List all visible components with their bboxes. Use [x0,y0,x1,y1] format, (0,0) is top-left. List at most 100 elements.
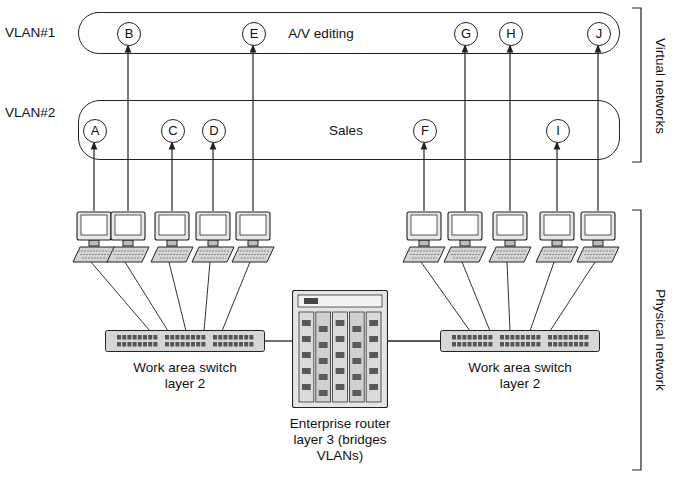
membership-arrow [252,45,253,211]
membership-arrow [93,142,94,211]
key-row [241,258,266,259]
vlan-id: VLAN#2 [5,105,55,121]
switch-port [249,342,253,347]
station-circle: E [242,22,266,46]
switch-port [468,342,472,347]
card-port [369,352,378,358]
device-label: Enterprise router layer 3 (bridges VLANs… [280,416,400,465]
key-row [408,251,441,252]
switch-port [223,342,227,347]
router-node: Enterprise router layer 3 (bridges VLANs… [265,290,415,465]
bracket-label: Physical network [653,289,668,390]
switch-port [500,342,504,347]
switch-port [213,342,217,347]
card-port [319,326,328,332]
monitor-stand [167,240,177,246]
switch-port [478,335,482,340]
switch-port [196,335,200,340]
station-circle: G [454,22,478,46]
switch-port [133,335,137,340]
switch-icon [440,330,600,352]
switch-port [186,342,190,347]
vlan-name: A/V editing [288,26,353,42]
switch-port [229,342,233,347]
switch-port [201,342,205,347]
keyboard [444,247,486,262]
switch-port [531,335,535,340]
key-row [584,254,613,255]
key-row [494,251,527,252]
switch-port [239,342,243,347]
key-row [201,258,226,259]
screen [81,215,107,235]
membership-arrow [423,142,424,211]
switch-port [521,342,525,347]
card-port [352,326,361,332]
switch-port [181,335,185,340]
key-row [197,251,230,252]
uplink-cable [265,340,292,341]
line-card [366,312,381,402]
station-letter: H [506,26,515,42]
switch-port [239,335,243,340]
workstation-icon [107,212,149,262]
membership-arrow [509,45,510,211]
station-circle: B [117,22,141,46]
screen [497,215,523,235]
network-cable [222,262,250,331]
switch-port [536,342,540,347]
network-cable [550,262,595,331]
switch-port [143,335,147,340]
station-letter: G [461,26,471,42]
switch-port [526,335,530,340]
monitor-stand [89,240,99,246]
card-port [302,320,311,326]
card-port [352,374,361,380]
monitor [155,212,189,240]
device-label: Work area switch layer 2 [459,360,581,392]
line-card [333,312,348,402]
switch-port [175,342,179,347]
network-cable [91,262,150,331]
switch-port [191,342,195,347]
key-row [82,258,107,259]
station-letter: C [168,123,177,139]
switch-port [127,335,131,340]
switch-port [531,342,535,347]
switch-node: Work area switch layer 2 [105,330,265,392]
switch-port [122,335,126,340]
card-port [336,320,345,326]
card-port [319,390,328,396]
switch-port [553,335,557,340]
network-cable [125,262,168,331]
monitor [448,212,482,240]
card-port [302,352,311,358]
router-panel [298,295,382,307]
network-cable [462,262,490,331]
screen [585,215,611,235]
key-row [156,251,189,252]
switch-port [488,342,492,347]
membership-arrow [127,45,128,211]
key-row [545,258,570,259]
switch-port [117,342,121,347]
station-circle: H [499,22,523,46]
card-port [336,384,345,390]
switch-port [500,335,504,340]
switch-port [584,335,588,340]
switch-port [574,342,578,347]
card-port [352,342,361,348]
switch-port [483,335,487,340]
key-row [199,254,228,255]
router-display [304,298,318,304]
screen [544,215,570,235]
keyboard [232,247,274,262]
monitor [581,212,615,240]
switch-port [133,342,137,347]
key-row [586,258,611,259]
workstation-icon [403,212,445,262]
membership-arrow [556,142,557,211]
bracket [632,210,641,470]
switch-port [564,342,568,347]
switch-port [457,335,461,340]
